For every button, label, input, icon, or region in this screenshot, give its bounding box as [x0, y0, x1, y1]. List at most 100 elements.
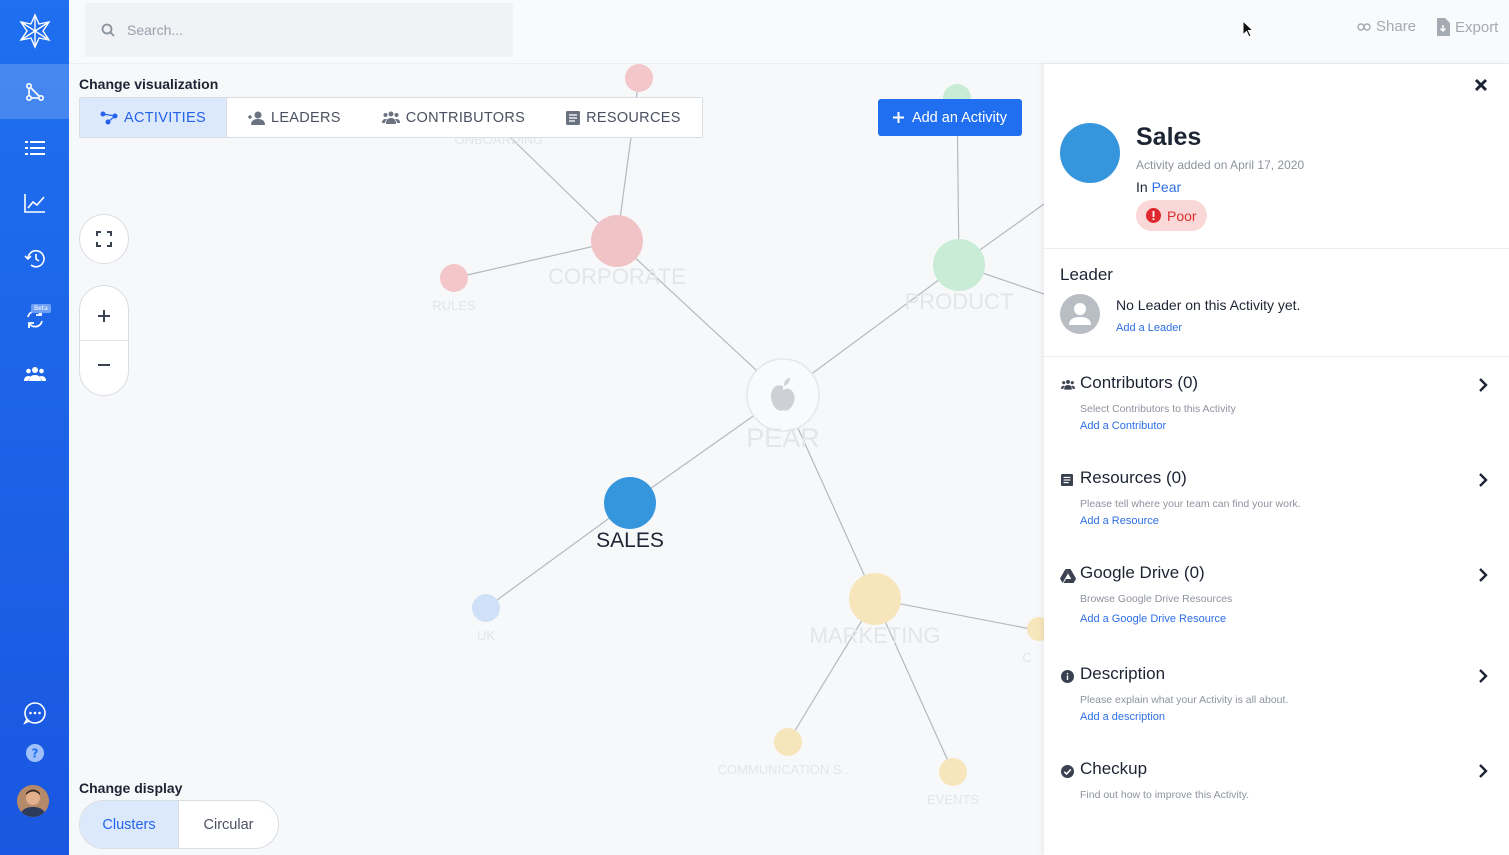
user-photo-icon — [17, 785, 49, 817]
section-description[interactable]: Description Please explain what your Act… — [1044, 664, 1509, 759]
section-contributors[interactable]: Contributors (0) Select Contributors to … — [1044, 373, 1509, 468]
section-google-drive[interactable]: Google Drive (0) Browse Google Drive Res… — [1044, 563, 1509, 658]
section-description: Find out how to improve this Activity. — [1080, 789, 1250, 801]
tab-clusters[interactable]: Clusters — [80, 801, 179, 848]
export-button[interactable]: Export — [1436, 18, 1498, 36]
node-sales[interactable] — [604, 477, 656, 529]
team-icon — [23, 366, 46, 381]
leader-avatar — [1060, 294, 1100, 334]
chart-icon — [23, 193, 45, 213]
section-resources[interactable]: Resources (0) Please tell where your tea… — [1044, 468, 1509, 563]
node-corporate[interactable] — [591, 215, 643, 267]
add-activity-button[interactable]: Add an Activity — [878, 99, 1022, 136]
node-marketing[interactable] — [849, 573, 901, 625]
node-c[interactable] — [1027, 617, 1044, 641]
avatar[interactable] — [17, 785, 49, 817]
zoom-in-button[interactable] — [80, 292, 128, 340]
beta-badge: Beta — [31, 304, 51, 313]
add-contributor-link[interactable]: Add a Contributor — [1080, 420, 1167, 432]
search-icon — [101, 23, 115, 37]
display-tabs: Clusters Circular — [79, 800, 279, 849]
node-product[interactable] — [933, 239, 985, 291]
tab-leaders-label: LEADERS — [270, 109, 341, 126]
zoom-controls — [79, 285, 129, 396]
resources-icon — [566, 110, 581, 125]
node-rules[interactable] — [440, 264, 468, 292]
sidebar-item-chart[interactable] — [0, 175, 69, 230]
activity-added-date: Activity added on April 17, 2020 — [1136, 158, 1305, 172]
help-icon: ? — [25, 743, 44, 762]
sidebar-item-chat[interactable] — [0, 685, 69, 740]
sidebar-item-list[interactable] — [0, 120, 69, 175]
chat-icon — [22, 701, 46, 725]
graph-icon — [25, 82, 44, 101]
tab-activities-label: ACTIVITIES — [124, 109, 206, 126]
status-badge[interactable]: Poor — [1136, 200, 1207, 231]
divider — [1044, 356, 1509, 357]
add-description-link[interactable]: Add a description — [1080, 711, 1165, 723]
history-icon — [23, 249, 45, 268]
sidebar-item-graph[interactable] — [0, 64, 69, 119]
add-google-drive-resource-link[interactable]: Add a Google Drive Resource — [1080, 613, 1227, 625]
zoom-out-button[interactable] — [80, 341, 128, 389]
fullscreen-button[interactable] — [79, 214, 129, 264]
graph-canvas[interactable]: ONBOARDING CORPORATE RULES PRODUCT PEAR … — [69, 64, 1044, 855]
activity-detail-panel: Sales Activity added on April 17, 2020 I… — [1044, 64, 1509, 855]
node-label-corporate: CORPORATE — [548, 264, 686, 289]
share-button[interactable]: Share — [1357, 18, 1416, 35]
node-label-marketing: MARKETING — [810, 623, 941, 648]
tab-contributors[interactable]: CONTRIBUTORS — [362, 98, 546, 137]
add-resource-link[interactable]: Add a Resource — [1080, 515, 1159, 527]
zoom-in-icon — [98, 310, 110, 322]
tab-activities[interactable]: ACTIVITIES — [80, 98, 227, 137]
contributors-icon — [1061, 379, 1075, 390]
tab-circular[interactable]: Circular — [203, 816, 254, 833]
resources-icon — [1061, 474, 1073, 486]
chevron-right-icon — [1479, 568, 1488, 582]
add-activity-label: Add an Activity — [911, 109, 1008, 126]
node-label-rules: RULES — [432, 298, 476, 313]
export-label: Export — [1455, 18, 1499, 36]
logo-icon — [18, 13, 51, 49]
node-uk[interactable] — [472, 594, 500, 622]
check-circle-icon — [1061, 765, 1074, 778]
node-label-product: PRODUCT — [905, 289, 1014, 314]
node-events[interactable] — [939, 758, 967, 786]
sidebar: Beta ? — [0, 0, 69, 855]
tab-resources[interactable]: RESOURCES — [546, 98, 702, 137]
node-top-pink[interactable] — [625, 64, 653, 92]
node-communication[interactable] — [774, 728, 802, 756]
node-label-communication: COMMUNICATION S... — [718, 762, 853, 777]
close-button[interactable] — [1474, 78, 1488, 97]
visualization-tabs: ACTIVITIES LEADERS CONTRIBUTORS RESOURCE… — [79, 97, 703, 138]
sidebar-item-history[interactable] — [0, 231, 69, 286]
sidebar-item-sync[interactable] — [0, 291, 69, 346]
sidebar-item-team[interactable] — [0, 346, 69, 401]
user-placeholder-icon — [1069, 303, 1091, 325]
divider — [1044, 248, 1509, 249]
section-title: Resources (0) — [1080, 468, 1187, 487]
section-description-text: Please explain what your Activity is all… — [1080, 694, 1289, 706]
change-visualization-label: Change visualization — [79, 76, 219, 92]
status-label: Poor — [1167, 207, 1197, 224]
tab-resources-label: RESOURCES — [586, 109, 681, 126]
section-title: Contributors (0) — [1080, 373, 1199, 392]
chevron-right-icon — [1479, 473, 1488, 487]
info-icon — [1061, 670, 1074, 683]
sidebar-item-help[interactable]: ? — [0, 725, 69, 780]
parent-link[interactable]: Pear — [1151, 179, 1182, 195]
top-bar: Share Export — [69, 0, 1509, 64]
share-label: Share — [1376, 18, 1417, 35]
section-checkup[interactable]: Checkup Find out how to improve this Act… — [1044, 759, 1509, 854]
contributors-icon — [381, 111, 400, 124]
section-title: Google Drive (0) — [1080, 563, 1205, 582]
fullscreen-icon — [96, 231, 112, 247]
no-leader-text: No Leader on this Activity yet. — [1116, 297, 1301, 313]
app-logo[interactable] — [0, 0, 69, 62]
search-box[interactable] — [85, 3, 513, 57]
search-input[interactable] — [127, 22, 487, 38]
tab-leaders[interactable]: LEADERS — [227, 98, 362, 137]
add-leader-link[interactable]: Add a Leader — [1116, 322, 1183, 334]
section-title: Description — [1080, 664, 1166, 683]
section-title: Checkup — [1080, 759, 1148, 778]
